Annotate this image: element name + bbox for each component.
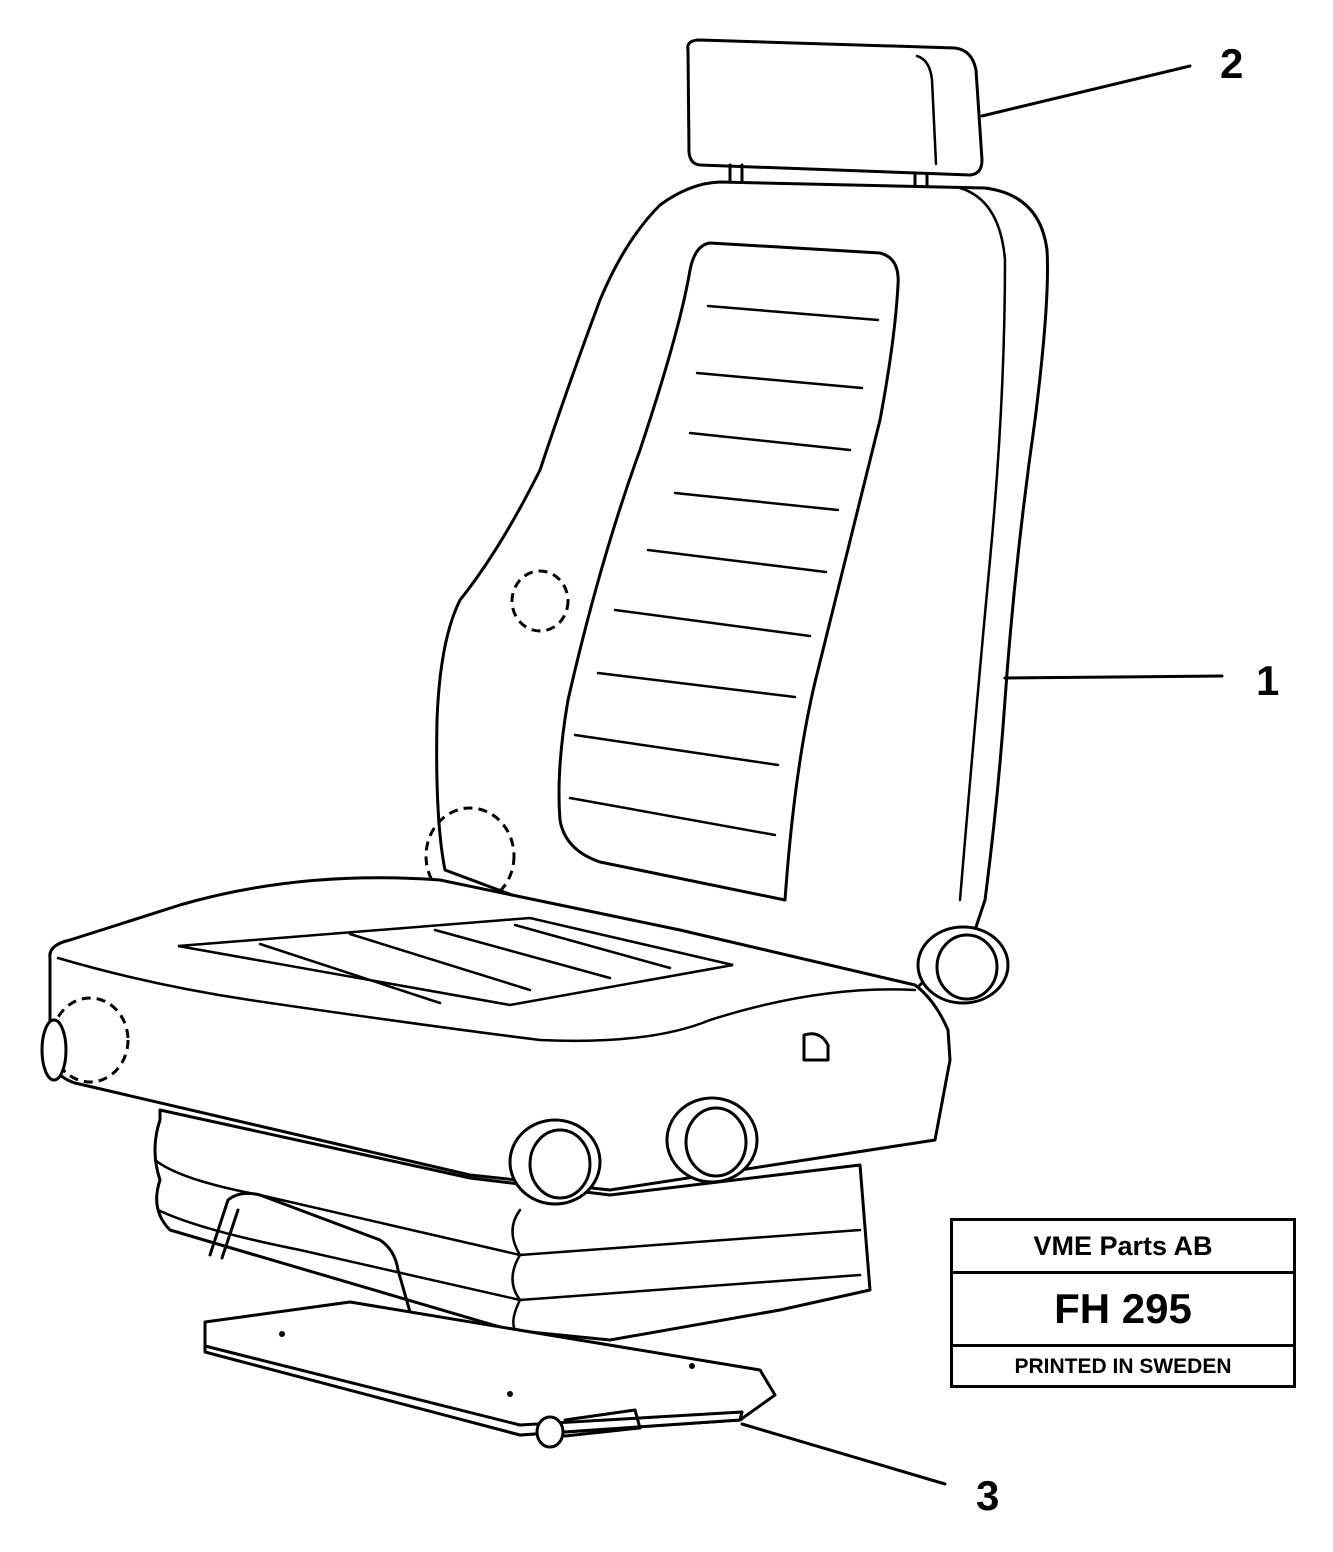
drawing-code: FH 295 — [953, 1274, 1293, 1347]
headrest — [686, 38, 984, 192]
callout-3: 3 — [976, 1472, 999, 1519]
backrest — [424, 180, 1049, 992]
print-note: PRINTED IN SWEDEN — [1014, 1355, 1232, 1378]
recline-knob — [916, 925, 1010, 1005]
title-plate: VME Parts AB FH 295 PRINTED IN SWEDEN — [950, 1218, 1296, 1388]
leader-lines — [740, 64, 1224, 1486]
callout-2: 2 — [1220, 40, 1243, 87]
callout-1: 1 — [1256, 657, 1279, 704]
company-name: VME Parts AB — [953, 1221, 1293, 1274]
adjust-knob-left — [508, 1118, 602, 1206]
suspension — [153, 1108, 872, 1342]
base-slide — [203, 1300, 777, 1449]
adjust-knob-right — [665, 1096, 759, 1184]
